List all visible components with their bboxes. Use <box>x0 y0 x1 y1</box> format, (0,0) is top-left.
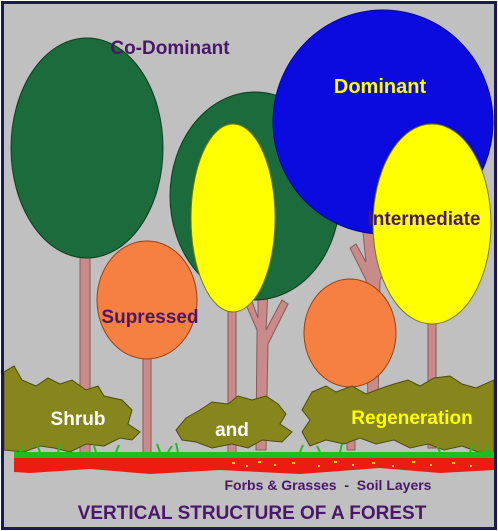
crown-supressed-right <box>304 279 396 387</box>
label-regeneration: Regeneration <box>351 408 472 429</box>
label-intermediate: Intermediate <box>368 209 481 230</box>
crown-co-dominant-left <box>11 38 163 258</box>
label-shrub: Shrub <box>51 409 106 430</box>
label-co-dominant: Co-Dominant <box>110 38 230 59</box>
label-and: and <box>215 420 249 441</box>
crown-supressed-left <box>97 241 197 359</box>
diagram-title: VERTICAL STRUCTURE OF A FOREST <box>78 503 427 524</box>
label-dominant: Dominant <box>334 76 427 98</box>
grass-band <box>14 452 494 458</box>
trunk-supressed-left <box>143 355 151 455</box>
label-supressed: Supressed <box>101 307 198 328</box>
crown-intermediate-left <box>191 124 275 312</box>
label-ground-layers: Forbs & Grasses - Soil Layers <box>225 477 432 493</box>
